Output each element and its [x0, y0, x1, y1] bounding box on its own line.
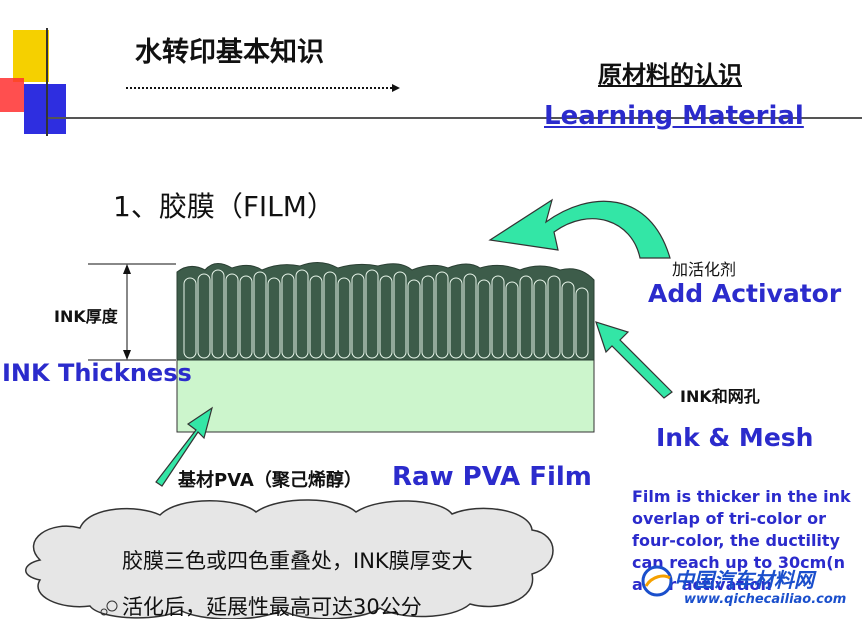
section-heading: 1、胶膜（FILM） — [113, 190, 335, 223]
watermark-logo: 中国汽车材料网 www.qichecailiao.com — [640, 560, 860, 616]
header-decor-lines — [48, 84, 862, 119]
note-line: overlap of tri-color or — [632, 509, 826, 528]
logo-icon — [641, 565, 673, 597]
pva-label-en: Raw PVA Film — [392, 462, 592, 492]
ink-mesh-label-cn: INK和网孔 — [680, 387, 760, 406]
activator-label-cn: 加活化剂 — [672, 260, 737, 279]
page-title: 水转印基本知识 — [135, 37, 324, 68]
subtitle-en: Learning Material — [544, 101, 804, 131]
pva-label-cn: 基材PVA（聚己烯醇） — [178, 470, 362, 491]
cloud-line: 胶膜三色或四色重叠处，INK膜厚变大 — [122, 549, 473, 573]
logo-url: www.qichecailiao.com — [684, 592, 847, 607]
pva-film-layer — [176, 359, 595, 433]
ink-thickness-label-cn: INK厚度 — [54, 307, 118, 326]
decor-square-red — [0, 78, 24, 112]
cloud-callout-text: 胶膜三色或四色重叠处，INK膜厚变大 活化后，延展性最高可达30公分 — [122, 538, 473, 630]
callout-cloud — [25, 499, 554, 619]
note-line: four-color, the ductility — [632, 531, 840, 550]
cloud-line: 活化后，延展性最高可达30公分 — [122, 595, 422, 619]
decor-square-blue — [24, 84, 66, 134]
mesh-arrow — [595, 321, 673, 399]
pva-arrow — [155, 406, 213, 487]
activator-arrow — [488, 198, 671, 259]
decor-square-yellow — [13, 30, 49, 82]
logo-text-cn: 中国汽车材料网 — [674, 568, 814, 592]
ink-mesh-label-en: Ink & Mesh — [656, 423, 814, 452]
note-line: can reach up to 30cm(n — [632, 553, 845, 572]
decor-line-vertical — [46, 28, 48, 136]
ink-thickness-label-en: INK Thickness — [2, 359, 192, 387]
subtitle-cn: 原材料的认识 — [598, 61, 742, 89]
activator-label-en: Add Activator — [648, 279, 842, 308]
note-line: Film is thicker in the ink — [632, 487, 851, 506]
